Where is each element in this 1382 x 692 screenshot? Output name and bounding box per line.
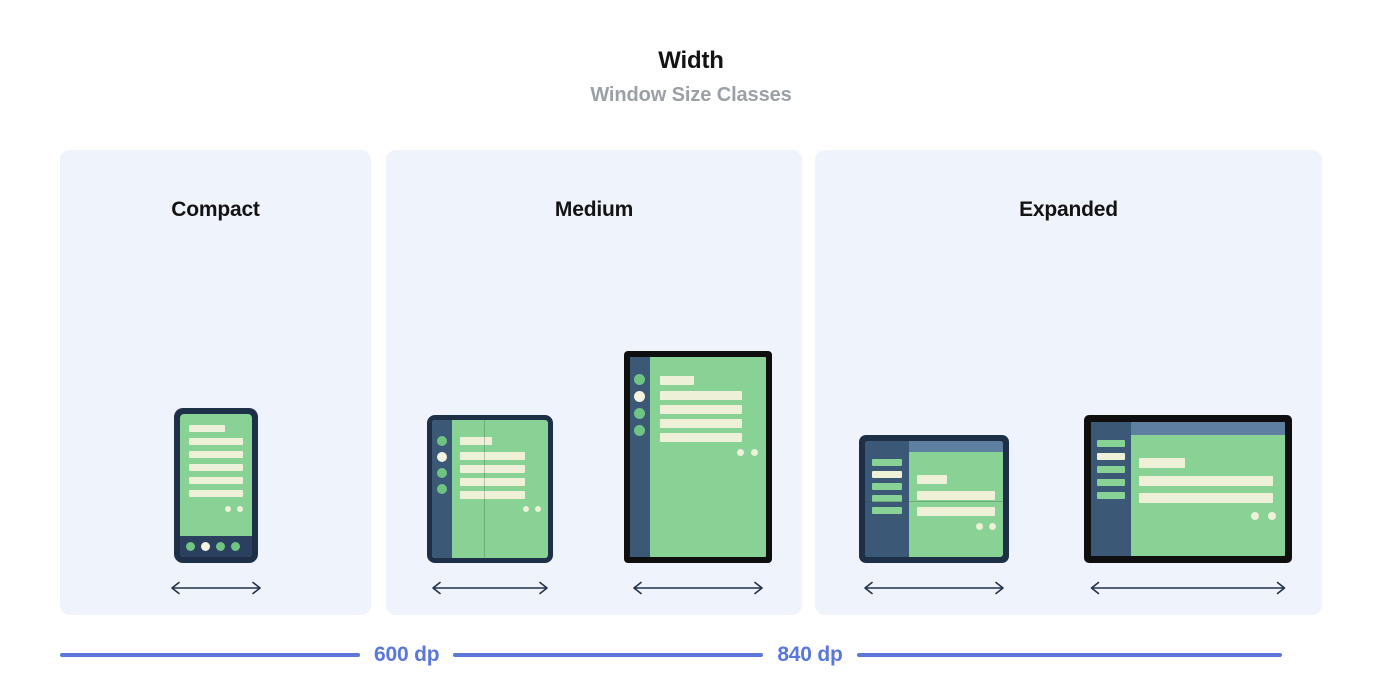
device-foldable-unfolded-landscape <box>859 435 1009 563</box>
device-tablet-portrait <box>624 351 772 563</box>
page-subtitle: Window Size Classes <box>590 84 792 106</box>
device-stage-expanded <box>815 270 1322 615</box>
rule-segment-left <box>60 653 360 657</box>
device-foldable-unfolded-portrait <box>427 415 553 563</box>
page-title: Width <box>658 47 724 74</box>
breakpoint-label-840: 840 dp <box>777 643 843 666</box>
device-slot-phone-portrait <box>60 270 371 615</box>
device-slot-tablet-portrait <box>594 270 802 615</box>
rule-segment-right <box>856 653 1282 657</box>
nav-rail-tablet-portrait <box>630 357 650 557</box>
device-phone-portrait <box>173 408 258 563</box>
breakpoint-rule: 600 dp 840 dp <box>60 640 1322 670</box>
breakpoint-label-600: 600 dp <box>374 643 440 666</box>
nav-drawer-tablet-landscape <box>1090 422 1131 556</box>
device-stage-medium <box>386 270 802 615</box>
fold-line-horizontal <box>865 501 1003 502</box>
width-arrow-phone-portrait <box>166 579 266 597</box>
panel-medium: Medium <box>386 150 802 615</box>
width-arrow-tablet-portrait <box>628 579 768 597</box>
panel-compact: Compact <box>60 150 371 615</box>
width-arrow-tablet-landscape <box>1085 579 1290 597</box>
panel-title-medium: Medium <box>554 198 634 221</box>
device-slot-tablet-landscape <box>1053 270 1322 615</box>
width-arrow-foldable-portrait <box>427 579 553 597</box>
nav-drawer-foldable-landscape <box>865 441 909 557</box>
width-arrow-foldable-landscape <box>859 579 1009 597</box>
rule-segment-middle <box>453 653 764 657</box>
panel-title-compact: Compact <box>171 198 260 221</box>
panel-title-expanded: Expanded <box>1019 198 1118 221</box>
device-tablet-landscape <box>1083 415 1292 563</box>
size-class-panels: Compact <box>60 150 1322 615</box>
device-slot-foldable-portrait <box>386 270 594 615</box>
diagram-header: Width Window Size Classes <box>0 46 1382 108</box>
device-stage-compact <box>60 270 371 615</box>
top-app-bar-foldable-landscape <box>909 441 1003 452</box>
nav-rail-foldable-portrait <box>432 420 452 558</box>
fold-line-vertical <box>484 420 485 558</box>
device-slot-foldable-landscape <box>815 270 1053 615</box>
phone-bottom-nav <box>179 536 252 557</box>
panel-expanded: Expanded <box>815 150 1322 615</box>
top-app-bar-tablet-landscape <box>1130 422 1285 435</box>
